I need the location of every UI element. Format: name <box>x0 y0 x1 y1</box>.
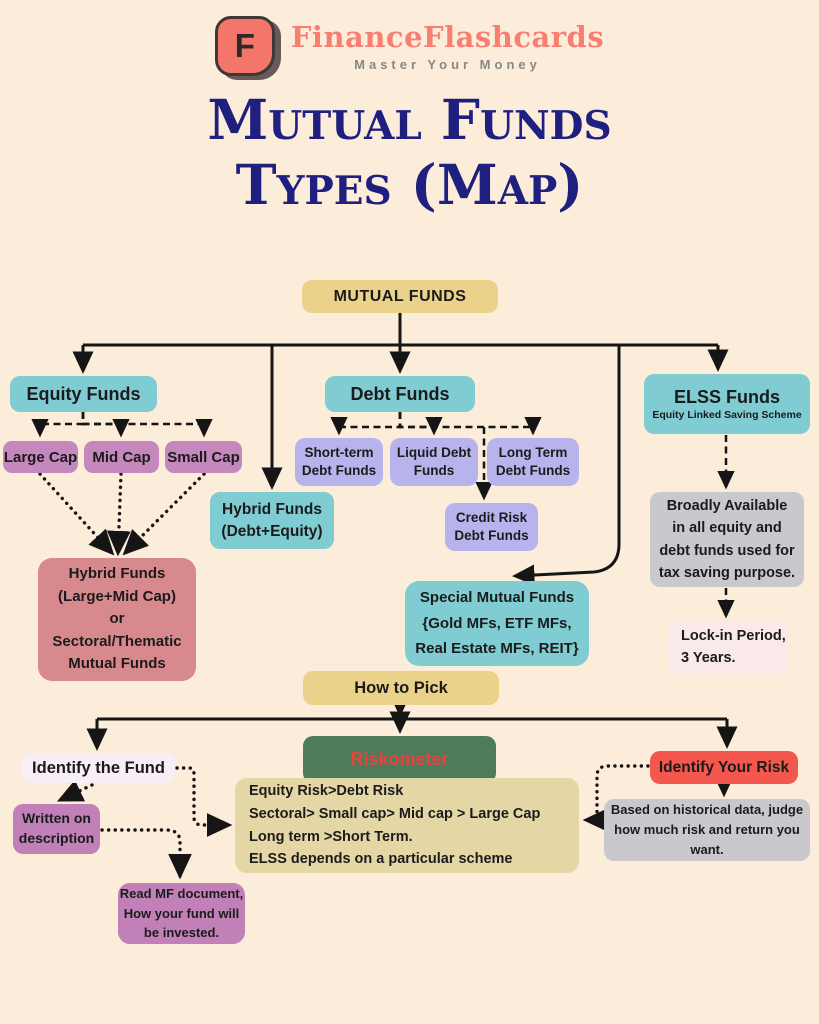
node-risk-rules-line3: Long term >Short Term. <box>249 828 413 845</box>
node-elss-funds-label: ELSS Funds <box>673 387 780 408</box>
node-elss-funds-subtitle: Equity Linked Saving Scheme <box>652 408 802 421</box>
node-read-mf-line1: Read MF document, <box>119 886 244 902</box>
node-how-to-pick-label: How to Pick <box>354 678 448 697</box>
node-elss-note-line1: Broadly Available <box>666 497 788 514</box>
node-historical-data: Based on historical data, judge how much… <box>604 799 810 861</box>
node-special-line2: {Gold MFs, ETF MFs, <box>422 614 572 632</box>
solid-connectors <box>72 313 738 751</box>
dotted-connectors <box>38 472 736 880</box>
node-special-mutual-funds: Special Mutual Funds {Gold MFs, ETF MFs,… <box>405 581 589 666</box>
node-historical-line1: Based on historical data, judge <box>610 801 804 817</box>
node-special-line3: Real Estate MFs, REIT} <box>415 640 579 658</box>
node-mutual-funds: MUTUAL FUNDS <box>302 280 498 313</box>
node-special-line1: Special Mutual Funds <box>419 589 575 607</box>
node-credit-risk-line2: Debt Funds <box>454 528 529 543</box>
node-equity-funds: Equity Funds <box>10 376 157 412</box>
node-hybrid-de-line1: Hybrid Funds <box>222 500 322 518</box>
node-hybrid-de-line2: (Debt+Equity) <box>221 522 323 540</box>
node-hybrid-lm-line3: or <box>109 610 125 628</box>
node-mutual-funds-label: MUTUAL FUNDS <box>333 287 467 305</box>
node-liquid-line1: Liquid Debt <box>396 444 472 460</box>
node-elss-note-line2: in all equity and <box>672 520 782 537</box>
node-long-term-line2: Debt Funds <box>495 463 571 478</box>
node-large-cap: Large Cap <box>3 441 78 473</box>
brand-logo-icon: F <box>214 16 275 76</box>
node-elss-note: Broadly Available in all equity and debt… <box>650 492 804 587</box>
node-written-line1: Written on <box>22 810 91 827</box>
node-risk-rules-line1: Equity Risk>Debt Risk <box>249 782 404 799</box>
page-title: Mutual Funds Types (Map) <box>0 87 819 218</box>
node-debt-funds: Debt Funds <box>325 376 475 412</box>
node-written-description: Written on description <box>13 804 100 854</box>
node-identify-fund: Identify the Fund <box>22 753 175 783</box>
node-short-term-debt: Short-term Debt Funds <box>295 438 383 486</box>
node-elss-note-line3: debt funds used for <box>659 542 795 559</box>
node-historical-line2: how much risk and return you <box>614 821 800 837</box>
node-credit-risk-debt: Credit Risk Debt Funds <box>445 503 538 551</box>
node-equity-funds-label: Equity Funds <box>26 383 141 404</box>
node-debt-funds-label: Debt Funds <box>350 383 450 404</box>
node-risk-rules: Equity Risk>Debt Risk Sectoral> Small ca… <box>235 778 579 873</box>
page-title-line2: Types (Map) <box>235 151 584 217</box>
node-read-mf-line2: How your fund will <box>123 905 240 921</box>
dashed-connectors <box>31 412 735 619</box>
node-read-mf-line3: be invested. <box>143 925 220 941</box>
node-identify-fund-label: Identify the Fund <box>32 758 165 777</box>
node-hybrid-lm-line1: Hybrid Funds <box>68 565 166 583</box>
node-hybrid-lm-line2: (Large+Mid Cap) <box>58 587 176 605</box>
logo-letter: F <box>234 27 255 64</box>
node-elss-funds: ELSS Funds Equity Linked Saving Scheme <box>644 374 810 434</box>
node-riskometer-label: Riskometer <box>350 749 449 769</box>
node-short-term-line1: Short-term <box>304 444 374 460</box>
node-lock-in: Lock-in Period, 3 Years. <box>668 621 788 674</box>
node-large-cap-label: Large Cap <box>3 448 78 466</box>
node-long-term-debt: Long Term Debt Funds <box>487 438 579 486</box>
node-read-mf-document: Read MF document, How your fund will be … <box>118 883 245 944</box>
node-long-term-line1: Long Term <box>498 444 568 460</box>
node-how-to-pick: How to Pick <box>303 671 499 705</box>
node-hybrid-large-mid: Hybrid Funds (Large+Mid Cap) or Sectoral… <box>38 558 196 681</box>
node-identify-risk: Identify Your Risk <box>650 751 798 784</box>
node-hybrid-lm-line4: Sectoral/Thematic <box>52 632 182 650</box>
node-short-term-line2: Debt Funds <box>301 463 377 478</box>
node-identify-risk-label: Identify Your Risk <box>658 758 790 776</box>
node-risk-rules-line4: ELSS depends on a particular scheme <box>249 851 513 868</box>
node-lock-in-line2: 3 Years. <box>681 649 736 666</box>
node-small-cap-label: Small Cap <box>167 448 240 466</box>
node-credit-risk-line1: Credit Risk <box>455 509 528 525</box>
node-risk-rules-line2: Sectoral> Small cap> Mid cap > Large Cap <box>249 805 541 822</box>
node-hybrid-debt-equity: Hybrid Funds (Debt+Equity) <box>210 492 334 549</box>
node-elss-note-line4: tax saving purpose. <box>658 564 796 581</box>
node-mid-cap-label: Mid Cap <box>92 448 151 466</box>
node-mid-cap: Mid Cap <box>84 441 159 473</box>
node-lock-in-line1: Lock-in Period, <box>681 627 786 644</box>
brand-tagline: Master Your Money <box>354 57 541 72</box>
node-riskometer: Riskometer <box>303 736 496 783</box>
brand-name: FinanceFlashcards <box>290 20 605 54</box>
node-small-cap: Small Cap <box>165 441 242 473</box>
node-liquid-debt: Liquid Debt Funds <box>390 438 478 486</box>
node-liquid-line2: Funds <box>413 463 455 478</box>
node-written-line2: description <box>18 830 95 846</box>
brand-header: F FinanceFlashcards Master Your Money <box>0 16 819 76</box>
node-hybrid-lm-line5: Mutual Funds <box>68 655 166 673</box>
page-title-line1: Mutual Funds <box>207 87 612 152</box>
brand-text-block: FinanceFlashcards Master Your Money <box>291 20 604 72</box>
node-historical-line3: want. <box>690 842 724 858</box>
